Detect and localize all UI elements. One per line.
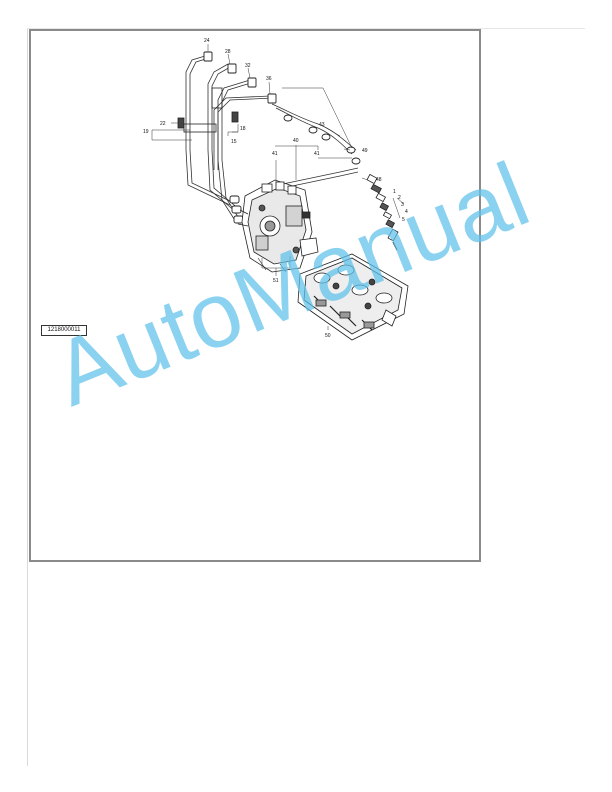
injection-pump-drawing xyxy=(237,179,319,273)
callout-2: 2 xyxy=(398,195,401,201)
page-top-rule xyxy=(27,28,585,29)
callout-5: 5 xyxy=(402,217,405,223)
callout-40: 40 xyxy=(293,138,299,144)
callout-36: 36 xyxy=(266,76,272,82)
nozzle-holder-exploded xyxy=(366,173,399,251)
callout-22: 22 xyxy=(160,121,166,127)
callout-1: 1 xyxy=(393,189,396,195)
callout-41-right: 41 xyxy=(314,151,320,157)
pipe-fittings xyxy=(203,51,361,224)
callout-4: 4 xyxy=(405,209,408,215)
callout-15: 15 xyxy=(231,139,237,145)
callout-32: 32 xyxy=(245,63,251,69)
callout-41-left: 41 xyxy=(272,151,278,157)
callout-49: 49 xyxy=(362,148,368,154)
callout-51: 51 xyxy=(273,278,279,284)
leak-off-hose xyxy=(271,103,357,155)
pipe-clamps xyxy=(177,87,239,133)
callout-19: 19 xyxy=(143,129,149,135)
cylinder-head-drawing xyxy=(297,253,409,341)
callout-28: 28 xyxy=(225,49,231,55)
callout-48: 48 xyxy=(376,177,382,183)
figure-reference-box: 1218000011 xyxy=(41,325,87,336)
callout-labels: 24 28 32 36 22 19 18 15 43 49 40 41 41 4… xyxy=(143,38,408,339)
injection-pipes xyxy=(185,55,359,223)
callout-24: 24 xyxy=(204,38,210,44)
callout-3: 3 xyxy=(401,202,404,208)
leader-lines xyxy=(151,44,405,330)
callout-50: 50 xyxy=(325,333,331,339)
callout-43: 43 xyxy=(319,122,325,128)
page-left-rule xyxy=(27,28,28,766)
callout-18: 18 xyxy=(240,126,246,132)
